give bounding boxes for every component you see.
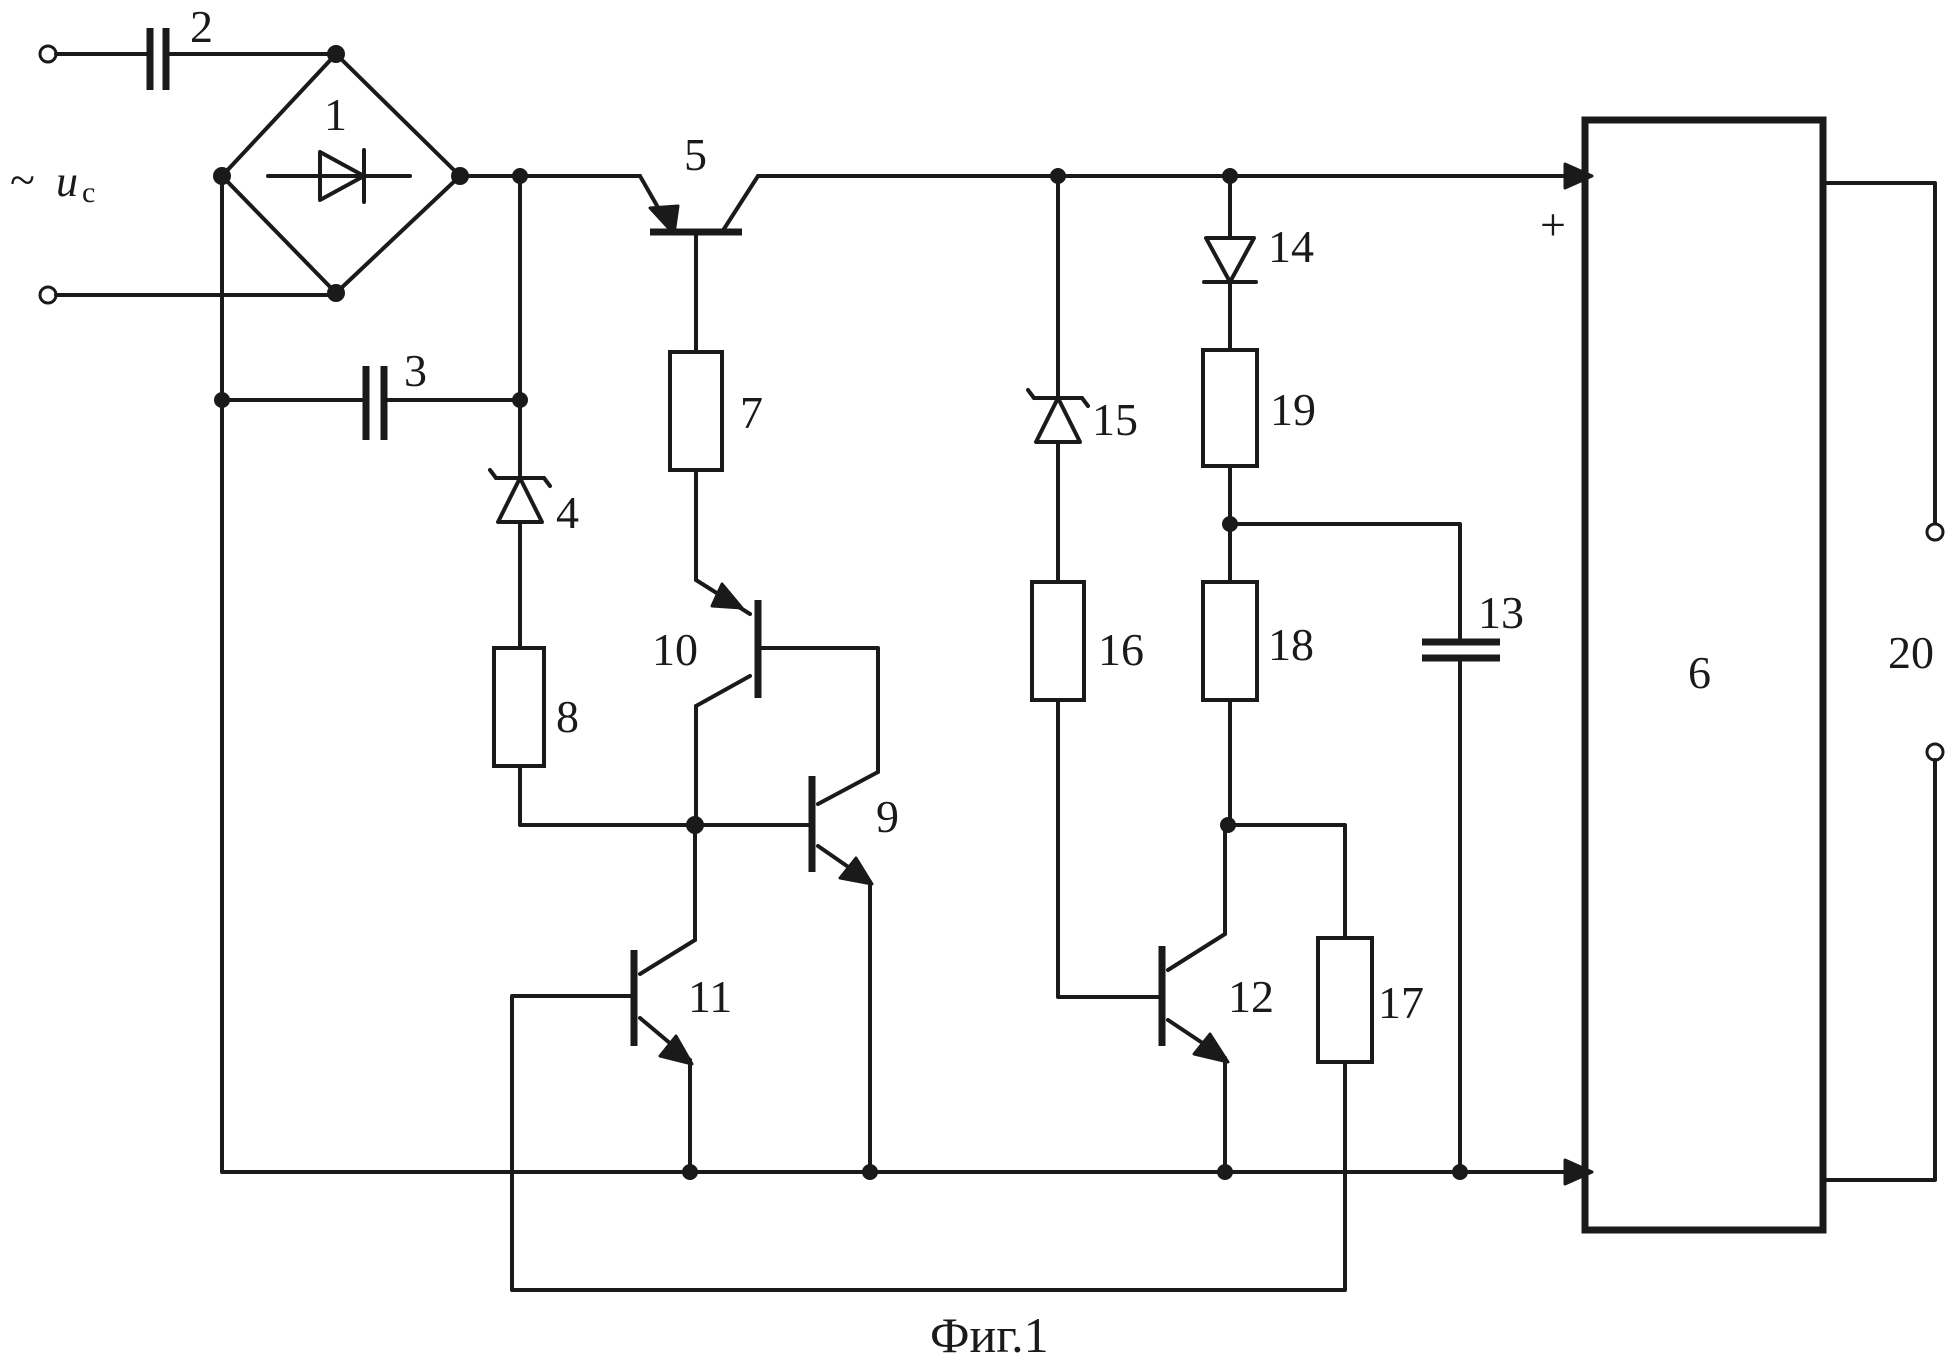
- label-10: 10: [652, 624, 698, 675]
- ac-tilde: ~: [10, 154, 35, 205]
- diode-bridge-1: [213, 45, 469, 302]
- label-16: 16: [1098, 624, 1144, 675]
- transistor-5: [640, 176, 1565, 352]
- transistor-12: [1058, 700, 1228, 1172]
- capacitor-3: [214, 366, 528, 440]
- input-section: [40, 28, 336, 303]
- label-13: 13: [1478, 587, 1524, 638]
- output-terminal-bottom: [1927, 744, 1943, 760]
- zener-diode-4: [490, 470, 550, 648]
- resistor-18: [1203, 582, 1257, 700]
- label-12: 12: [1228, 971, 1274, 1022]
- zener-diode-15: [1028, 176, 1088, 582]
- label-6: 6: [1688, 647, 1711, 698]
- output-terminals-20: [1823, 183, 1943, 1180]
- input-voltage-symbol: u: [56, 157, 78, 206]
- label-1: 1: [324, 89, 347, 140]
- output-terminal-top: [1927, 524, 1943, 540]
- label-7: 7: [740, 387, 763, 438]
- resistor-19: [1203, 350, 1257, 466]
- label-20: 20: [1888, 627, 1934, 678]
- resistor-16: [1032, 582, 1084, 700]
- label-14: 14: [1268, 221, 1314, 272]
- plus-sign: +: [1540, 199, 1566, 250]
- label-5: 5: [684, 129, 707, 180]
- label-3: 3: [404, 345, 427, 396]
- input-voltage-subscript: c: [82, 176, 95, 209]
- input-terminal-bottom: [40, 287, 56, 303]
- label-19: 19: [1270, 384, 1316, 435]
- label-18: 18: [1268, 619, 1314, 670]
- input-terminal-top: [40, 46, 56, 62]
- label-17: 17: [1378, 977, 1424, 1028]
- figure-caption: Фиг.1: [930, 1307, 1049, 1363]
- diode-14: [1204, 176, 1256, 350]
- label-15: 15: [1092, 394, 1138, 445]
- resistor-17: [1318, 938, 1372, 1062]
- label-4: 4: [556, 487, 579, 538]
- resistor-7: [670, 352, 722, 470]
- label-8: 8: [556, 691, 579, 742]
- label-2: 2: [190, 1, 213, 52]
- label-11: 11: [688, 971, 732, 1022]
- label-9: 9: [876, 791, 899, 842]
- resistor-8: [494, 648, 544, 766]
